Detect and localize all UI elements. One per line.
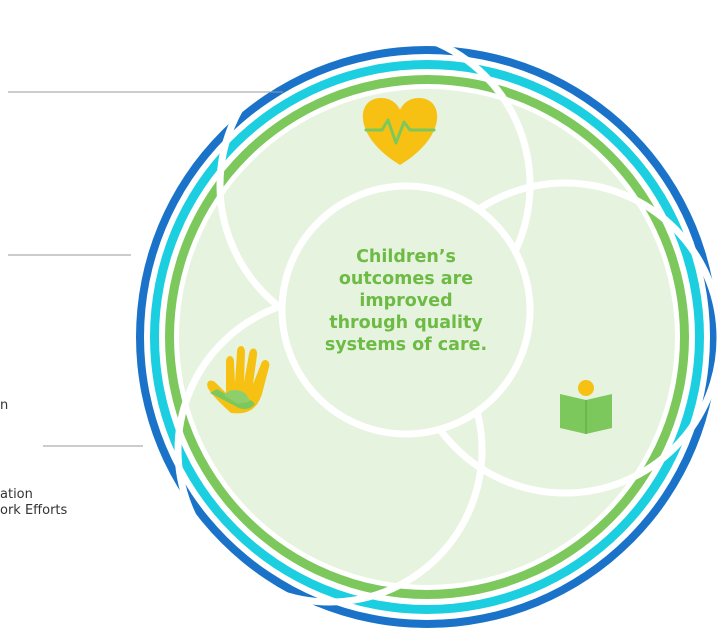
center-circle [278, 182, 534, 438]
reading-child-icon [560, 380, 612, 434]
center-statement-line: through quality [329, 313, 483, 333]
center-statement-line: improved [359, 291, 453, 311]
center-statement-line: outcomes are [338, 269, 474, 289]
side-label-fragment: n [0, 398, 9, 413]
center-statement-line: Children’s [356, 247, 456, 267]
side-label-fragment: ation [0, 487, 33, 502]
heart-pulse-icon [362, 98, 438, 165]
center-statement: Children’s outcomes are improved through… [309, 246, 503, 356]
center-statement-line: systems of care. [324, 335, 488, 355]
side-label-fragment: ork Efforts [0, 503, 68, 518]
helping-hands-icon [207, 346, 270, 414]
